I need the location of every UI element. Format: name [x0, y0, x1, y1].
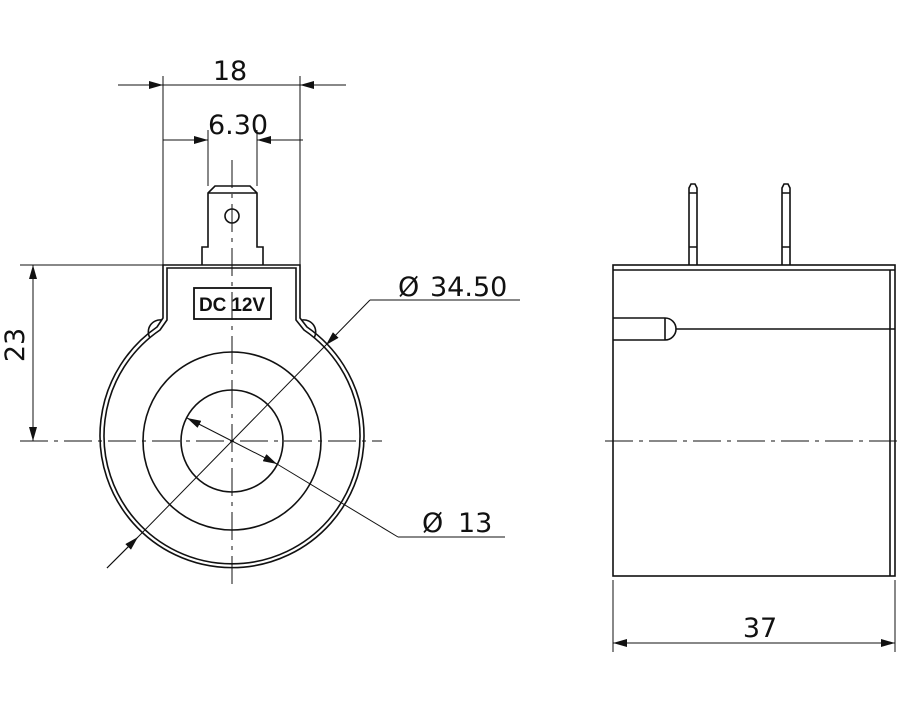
pin-left [688, 183, 698, 265]
dim-outer-diameter: 34.50 [430, 272, 507, 303]
side-view [612, 183, 896, 577]
dim-terminal-width: 6.30 [208, 110, 268, 141]
pin-right [781, 183, 791, 265]
left-tab [147, 319, 163, 339]
housing-inner-outline [103, 267, 361, 565]
dim-outer-diameter-symbol: Ø [398, 272, 419, 303]
voltage-label: DC 12V [199, 295, 265, 316]
front-view [99, 185, 365, 569]
slot [613, 317, 895, 341]
dim-inner-diameter: 13 [458, 508, 492, 539]
dim-height: 23 [0, 328, 31, 362]
centerlines [20, 160, 900, 590]
dim-inner-diameter-symbol: Ø [422, 508, 443, 539]
housing-outline [99, 264, 365, 569]
dimension-lines [20, 76, 896, 652]
right-tab [301, 319, 317, 339]
dim-length: 37 [743, 613, 777, 644]
dim-width: 18 [213, 56, 247, 87]
coil-body [612, 264, 896, 577]
